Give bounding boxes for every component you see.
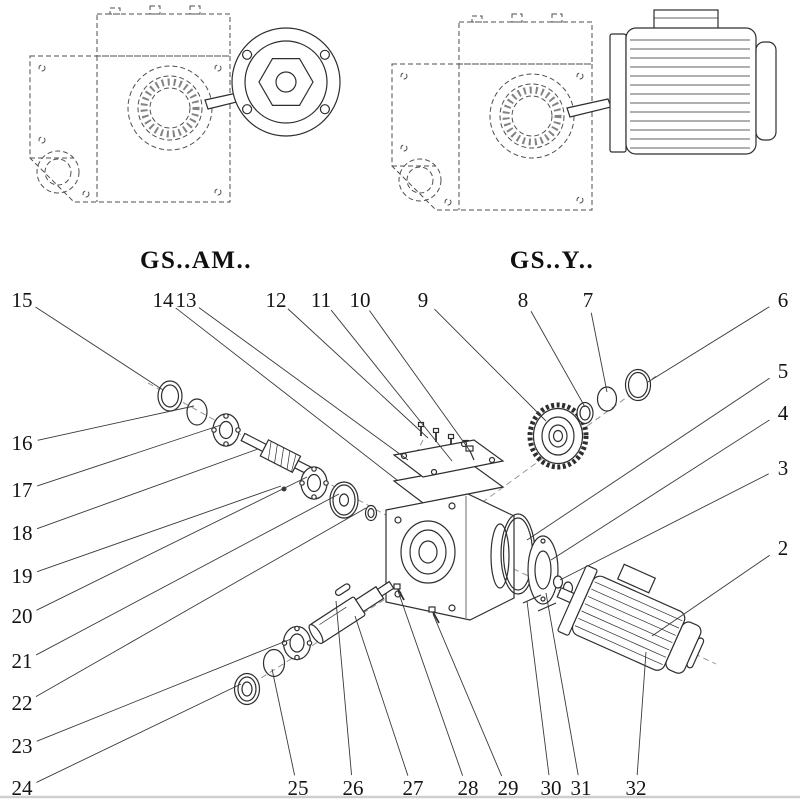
- leader-line-14: [175, 307, 398, 481]
- callout-number-12: 12: [266, 288, 287, 312]
- exploded-view: [147, 368, 717, 706]
- leader-line-15: [35, 306, 164, 391]
- gsam-assembled-view: [30, 6, 341, 202]
- leader-line-32: [636, 651, 647, 776]
- end-ring-part: [624, 368, 652, 402]
- seal-part-output: [233, 672, 261, 706]
- motor-flange-part: [527, 535, 559, 605]
- leader-line-25: [271, 668, 296, 776]
- snap-ring-part-output: [262, 648, 286, 678]
- callout-number-24: 24: [12, 776, 34, 800]
- leader-line-17: [37, 424, 222, 487]
- leader-line-20: [36, 476, 308, 611]
- leader-line-27: [354, 615, 409, 776]
- leader-line-19: [36, 485, 282, 573]
- output-flange-drawing: [231, 27, 341, 137]
- gear-washer-part: [576, 401, 594, 425]
- leader-line-28: [397, 590, 464, 776]
- callout-number-30: 30: [541, 776, 562, 800]
- leader-line-3: [559, 473, 769, 581]
- leader-line-31: [545, 592, 579, 776]
- leader-line-22: [35, 507, 367, 697]
- callout-number-31: 31: [571, 776, 592, 800]
- callout-number-25: 25: [288, 776, 309, 800]
- seal-ring-part: [157, 380, 183, 412]
- callout-number-22: 22: [12, 691, 33, 715]
- leader-line-16: [37, 405, 195, 441]
- leader-line-23: [36, 638, 292, 742]
- motor-part: [556, 563, 705, 674]
- callout-number-5: 5: [778, 359, 789, 383]
- output-gear-part: [527, 402, 589, 470]
- model-label-gsy: GS..Y..: [510, 247, 595, 274]
- leader-line-21: [35, 493, 340, 656]
- callout-number-18: 18: [12, 521, 33, 545]
- leader-line-2: [651, 554, 770, 637]
- callout-number-23: 23: [12, 734, 33, 758]
- callout-number-6: 6: [778, 288, 789, 312]
- bearing-part-output: [281, 625, 313, 661]
- output-shaft-part: [308, 580, 395, 645]
- leader-line-12: [287, 308, 429, 439]
- gsy-assembled-view: [392, 9, 777, 210]
- motor-fins: [630, 39, 750, 149]
- callout-number-20: 20: [12, 604, 33, 628]
- leader-line-24: [36, 683, 242, 783]
- housing-bolt-part-a: [393, 583, 405, 601]
- leader-line-10: [369, 310, 471, 452]
- callout-number-10: 10: [350, 288, 371, 312]
- leader-line-6: [647, 306, 770, 383]
- callout-number-13: 13: [176, 288, 197, 312]
- leader-line-29: [432, 613, 503, 777]
- leader-line-26: [335, 600, 352, 776]
- leader-line-13: [198, 307, 409, 461]
- gear-snap-ring-part: [596, 386, 618, 412]
- leader-line-30: [526, 600, 550, 776]
- callout-number-27: 27: [403, 776, 424, 800]
- callout-number-17: 17: [12, 478, 33, 502]
- bearing-part-input-front: [211, 413, 241, 447]
- callout-number-32: 32: [626, 776, 647, 800]
- callout-number-4: 4: [778, 401, 789, 425]
- callout-number-14: 14: [153, 288, 175, 312]
- callout-number-8: 8: [518, 288, 529, 312]
- bearing-part-input-rear: [299, 466, 329, 500]
- callout-number-28: 28: [458, 776, 479, 800]
- callout-number-3: 3: [778, 456, 789, 480]
- shaft-key-part: [334, 583, 351, 596]
- leader-line-9: [434, 308, 547, 422]
- studs-part: [522, 594, 557, 612]
- callout-number-9: 9: [418, 288, 429, 312]
- callout-number-29: 29: [498, 776, 519, 800]
- callout-number-16: 16: [12, 431, 33, 455]
- model-label-gsam: GS..AM..: [140, 247, 252, 274]
- snap-ring-part-input: [186, 398, 208, 426]
- spacer-ring-part: [364, 504, 378, 522]
- leader-line-11: [330, 309, 453, 462]
- leader-line-18: [36, 448, 259, 530]
- housing-bolt-part-b: [428, 606, 440, 624]
- gear-housing-part: [385, 493, 515, 621]
- motor-drawing: [609, 9, 777, 155]
- callout-number-15: 15: [12, 288, 33, 312]
- worm-wheel-disc-part: [329, 481, 359, 519]
- leader-line-5: [526, 377, 770, 541]
- callout-number-7: 7: [583, 288, 594, 312]
- housing-cover-part: [392, 439, 505, 478]
- leader-line-8: [530, 311, 586, 408]
- leader-line-7: [590, 312, 608, 393]
- callout-number-11: 11: [311, 288, 331, 312]
- callout-number-2: 2: [778, 536, 789, 560]
- leader-line-4: [550, 419, 770, 561]
- callout-number-21: 21: [12, 649, 33, 673]
- callout-number-19: 19: [12, 564, 33, 588]
- callout-number-26: 26: [343, 776, 364, 800]
